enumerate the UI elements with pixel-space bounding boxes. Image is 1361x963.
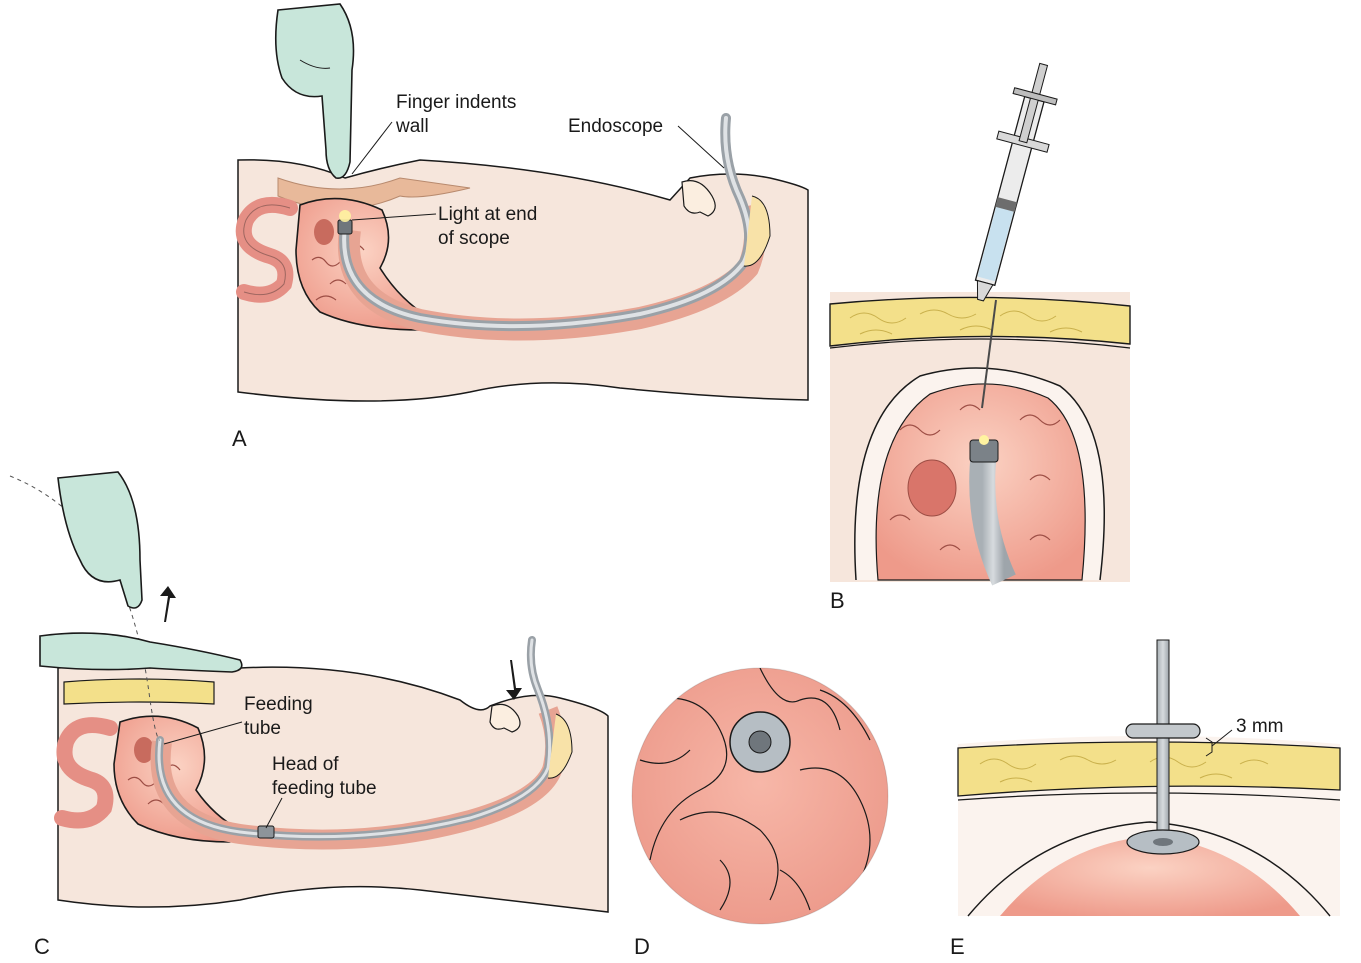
panel-e-tube [1157,640,1169,840]
panel-c: Feeding tube Head of feeding tube C [10,472,608,959]
panel-letter-d: D [634,934,650,959]
label-feeding-line2: tube [244,718,281,739]
panel-a: Finger indents wall Endoscope Light at e… [232,4,808,451]
panel-c-arrow-up [160,586,176,622]
label-endoscope: Endoscope [568,116,663,137]
label-light-line2: of scope [438,228,510,249]
panel-e: 3 mm E [950,640,1340,959]
panel-a-scope-tip [338,220,352,234]
panel-letter-a: A [232,426,247,451]
label-head-line2: feeding tube [272,778,377,799]
panel-a-pylorus [314,219,334,245]
panel-c-fat-layer [64,679,214,704]
panel-e-external-bolster [1126,724,1200,738]
panel-a-glove-hand [276,4,354,178]
label-feeding-line1: Feeding [244,694,313,715]
panel-c-glove-hand-upper [58,472,142,608]
panel-a-light [339,210,351,222]
panel-letter-e: E [950,934,965,959]
label-3mm: 3 mm [1236,716,1284,737]
panel-letter-c: C [34,934,50,959]
panel-d: D [632,668,888,959]
panel-c-arrow-down [506,660,522,700]
panel-b: B [830,58,1130,613]
panel-d-circle [632,668,888,924]
label-light-line1: Light at end [438,204,537,225]
label-finger-line1: Finger indents [396,92,516,113]
panel-letter-b: B [830,588,845,613]
panel-c-glove-hand-lower [40,633,242,672]
panel-b-pylorus [908,460,956,516]
panel-b-syringe [955,58,1068,307]
label-finger-line2: wall [395,116,429,137]
label-head-line1: Head of [272,754,339,775]
